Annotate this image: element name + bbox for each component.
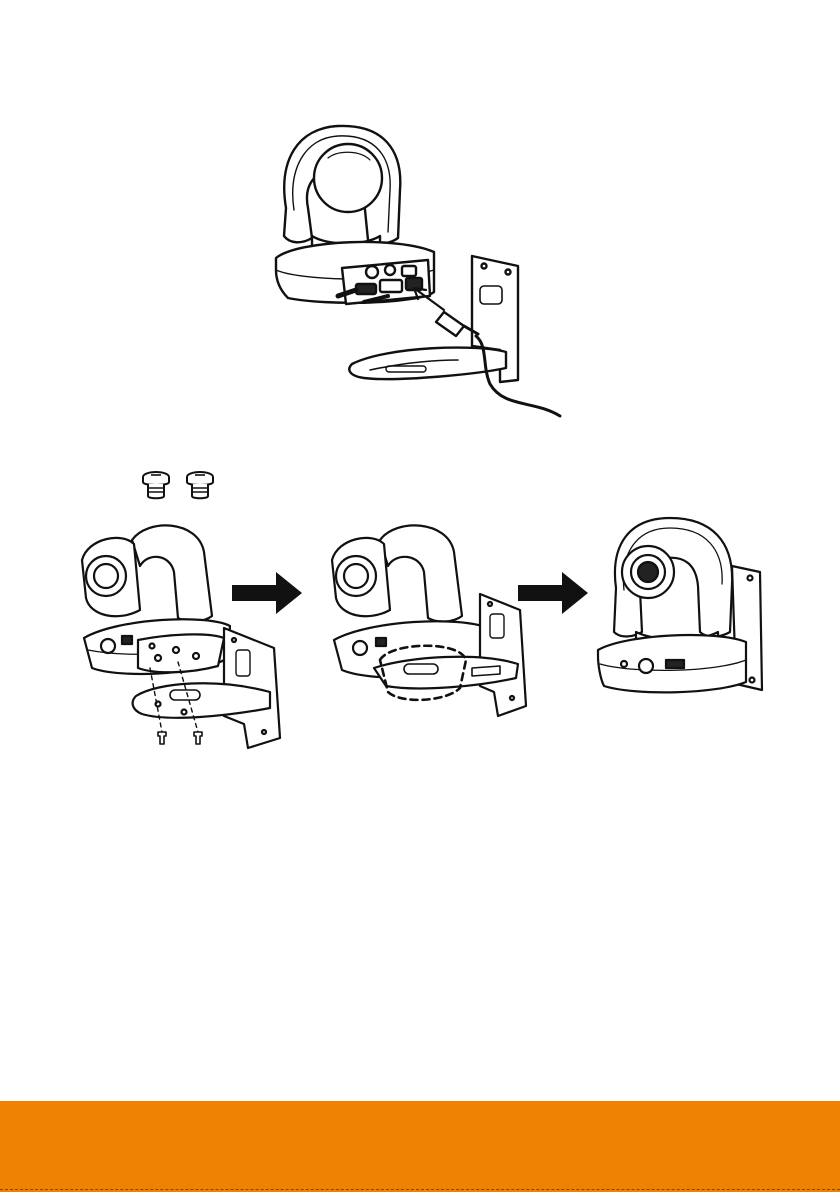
camera-bottom-bracket-alignment-icon xyxy=(78,518,288,760)
camera-slide-lock-icon xyxy=(330,518,530,740)
step-arrow-2 xyxy=(518,572,588,614)
right-arrow-icon xyxy=(232,572,302,614)
footer-dashed-rule xyxy=(0,1189,840,1190)
step-one-figure xyxy=(78,518,288,760)
footer-accent-bar xyxy=(0,1101,840,1192)
camera-wall-mounted-icon xyxy=(596,514,768,694)
step-arrow-1 xyxy=(232,572,302,614)
thumb-screw-pair-icon xyxy=(138,470,220,500)
step-two-figure xyxy=(330,518,530,740)
right-arrow-icon xyxy=(518,572,588,614)
camera-cable-bracket-icon xyxy=(268,120,568,425)
camera-connection-figure xyxy=(268,120,568,425)
step-three-figure xyxy=(596,514,768,694)
thumb-screws-figure xyxy=(138,470,220,500)
